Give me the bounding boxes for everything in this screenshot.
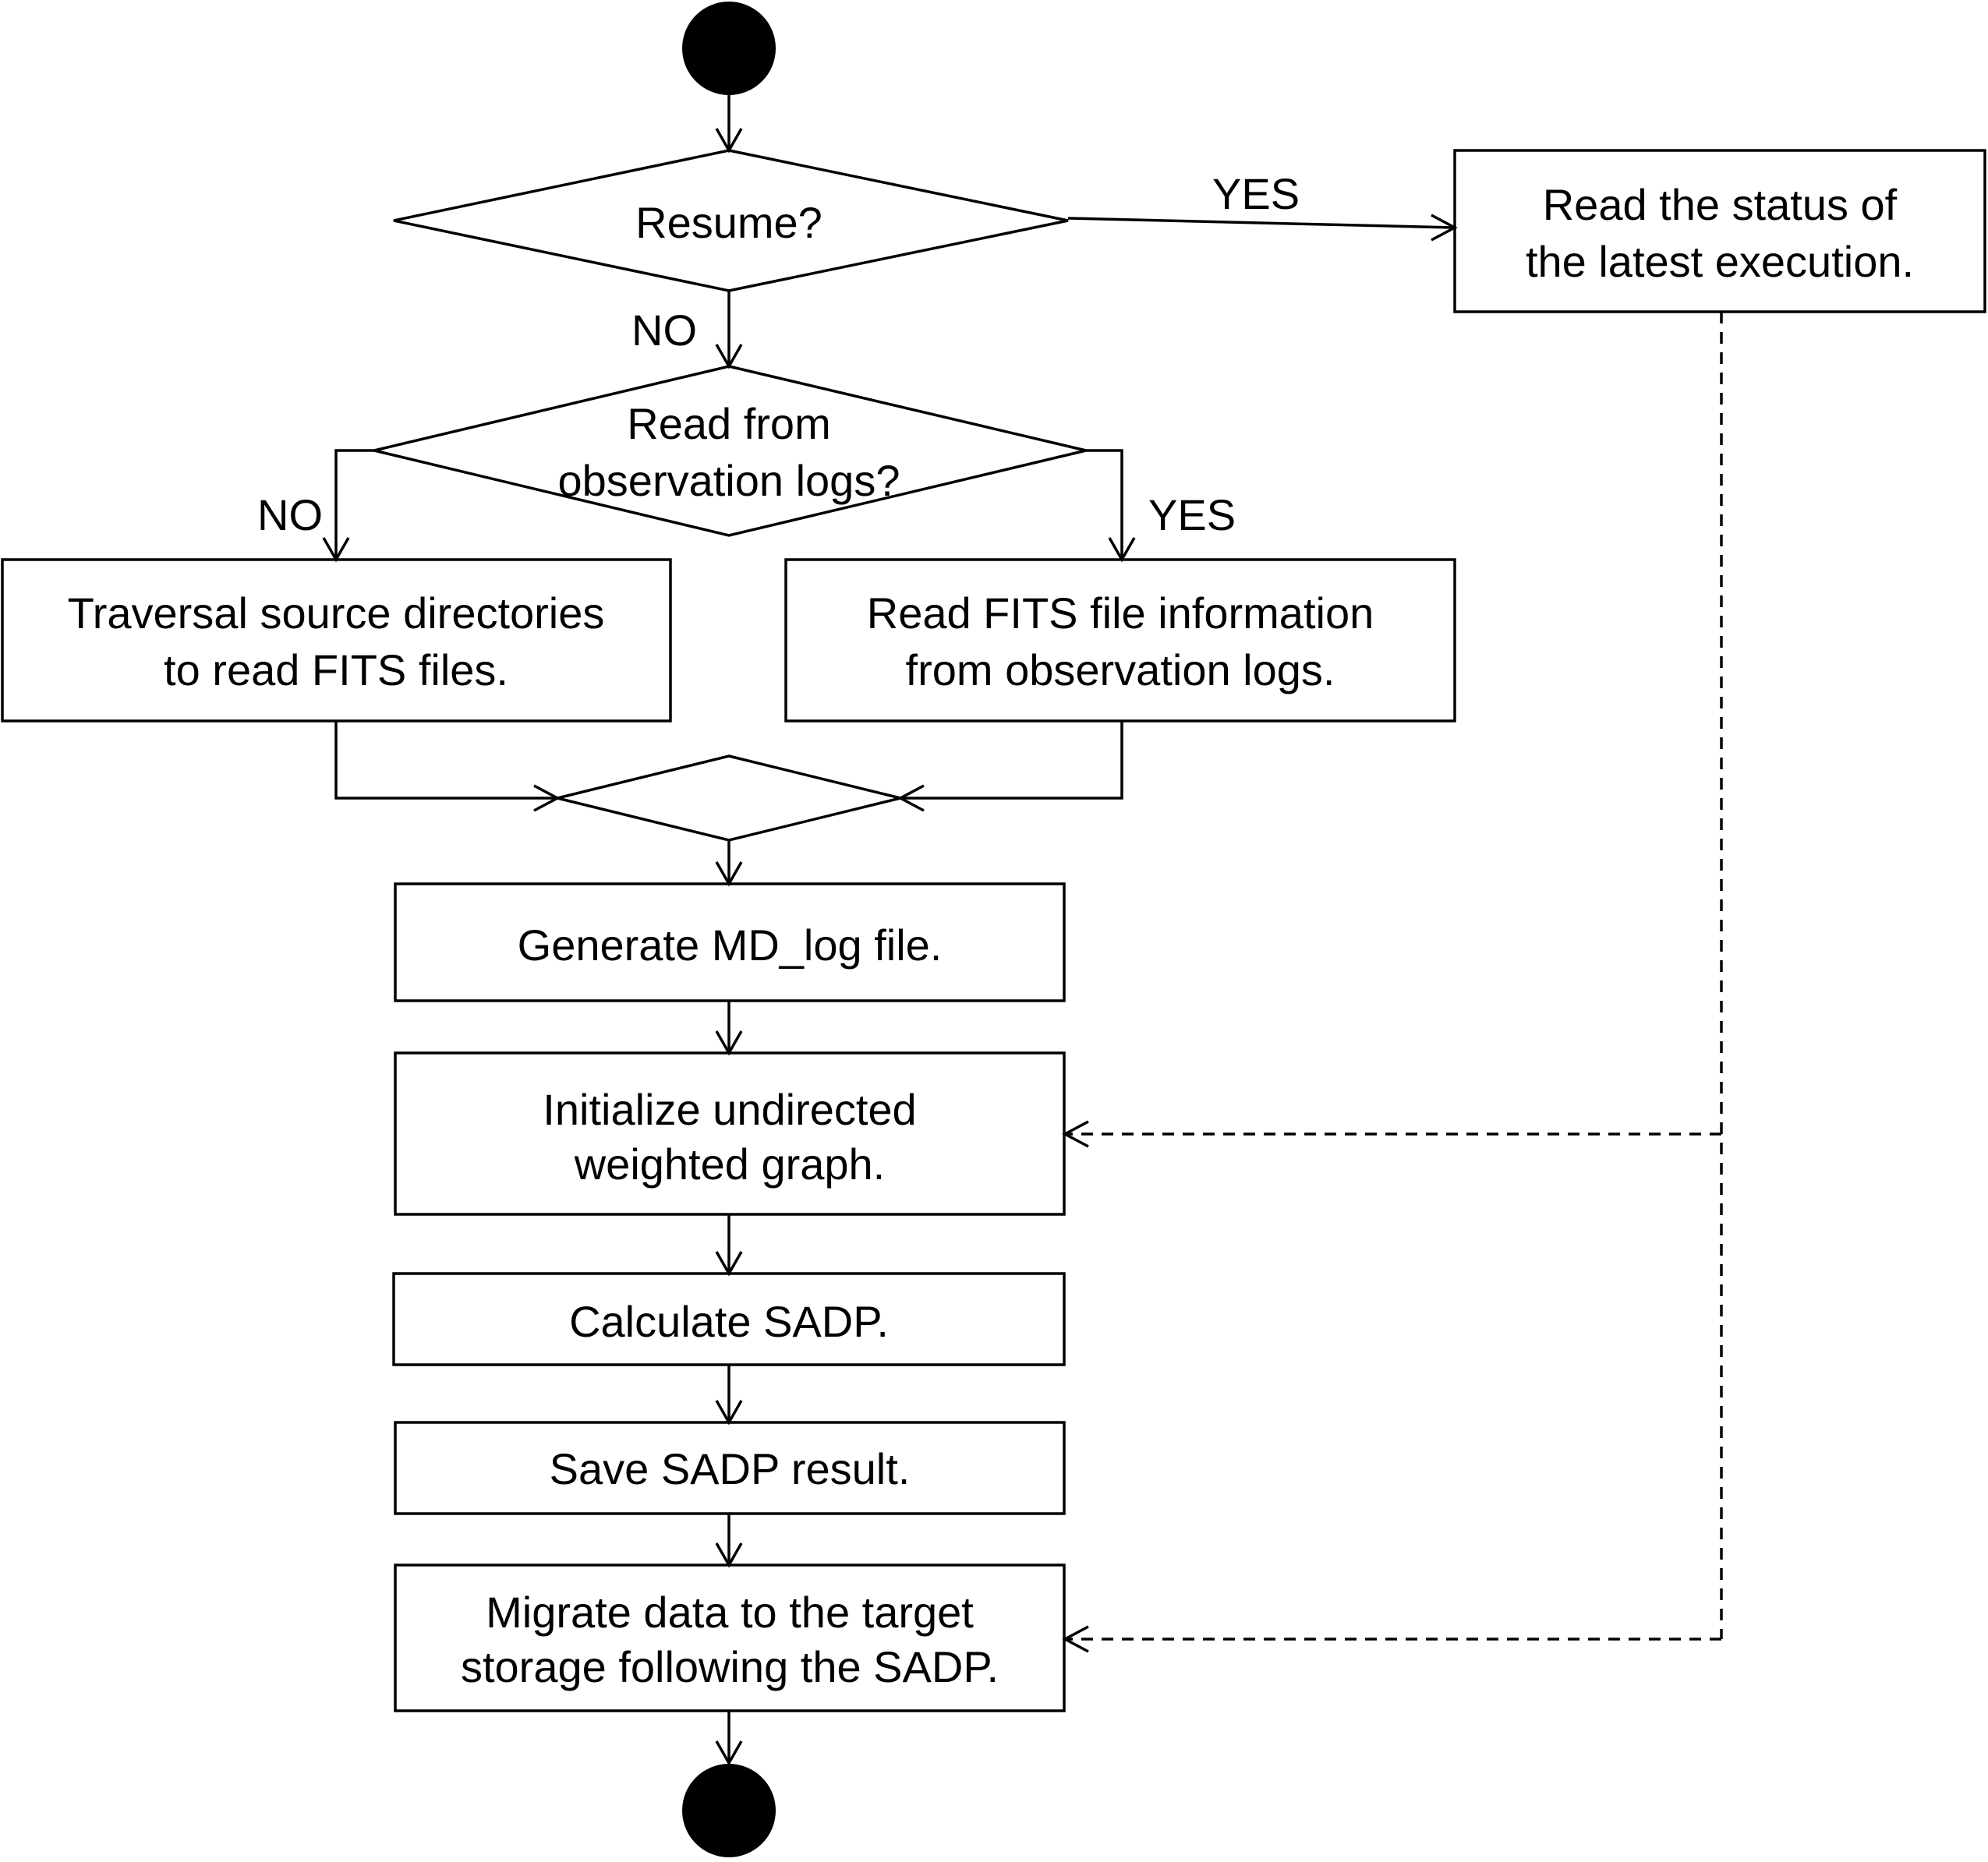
- edge-logs-no: [322, 449, 374, 563]
- calculate-sadp-label: Calculate SADP.: [569, 1297, 889, 1346]
- edge-status-dashed-to-init: [1062, 312, 1723, 1639]
- read-fits-info-label-line-1: Read FITS file information: [867, 588, 1374, 638]
- edge-label-logs-no: NO: [257, 490, 323, 539]
- migrate-box: [394, 1563, 1066, 1712]
- read-status-box: [1453, 149, 1986, 313]
- edge-init-to-calculate: [715, 1214, 743, 1277]
- migrate-label-line-2: storage following the SADP.: [461, 1642, 999, 1691]
- calculate-sadp-box: [392, 1272, 1066, 1366]
- traversal-label-line-1: Traversal source directories: [68, 588, 605, 638]
- traversal-label-line-2: to read FITS files.: [164, 645, 508, 694]
- init-graph-label-line-1: Initialize undirected: [543, 1085, 916, 1134]
- start-node: [682, 2, 776, 95]
- merge-node: [557, 754, 901, 842]
- save-sadp-label: Save SADP result.: [550, 1444, 911, 1493]
- edge-traversal-to-merge: [334, 721, 561, 812]
- init-graph-label-line-2: weighted graph.: [574, 1139, 886, 1189]
- read-from-logs-label-line-1: Read from: [627, 399, 830, 448]
- edge-start-to-resume: [715, 95, 743, 154]
- migrate-label-line-1: Migrate data to the target: [486, 1588, 974, 1637]
- edge-label-logs-yes: YES: [1148, 490, 1236, 539]
- read-from-logs-decision: [373, 365, 1087, 537]
- edge-resume-yes: [1067, 214, 1458, 242]
- read-status-label-line-1: Read the status of: [1543, 180, 1898, 229]
- edge-calculate-to-save: [715, 1365, 743, 1426]
- edge-merge-to-generate: [715, 840, 743, 887]
- read-fits-info-box: [784, 558, 1456, 723]
- generate-md-log-box: [394, 882, 1066, 1002]
- edge-migrate-to-end: [715, 1711, 743, 1766]
- read-from-logs-label-line-2: observation logs?: [558, 456, 900, 505]
- edge-logs-yes: [1086, 449, 1136, 563]
- edge-fits-info-to-merge: [897, 721, 1123, 812]
- edge-generate-to-init: [715, 1001, 743, 1056]
- edge-resume-no: [715, 291, 743, 369]
- resume-decision-label: Resume?: [635, 198, 822, 247]
- save-sadp-box: [394, 1421, 1066, 1515]
- edge-status-dashed-to-migrate: [1062, 1625, 1721, 1653]
- end-node: [682, 1764, 776, 1857]
- generate-md-log-label: Generate MD_log file.: [518, 920, 943, 970]
- read-fits-info-label-line-2: from observation logs.: [906, 645, 1335, 694]
- edge-label-resume-yes: YES: [1212, 169, 1300, 218]
- traversal-box: [1, 558, 672, 723]
- read-status-label-line-2: the latest execution.: [1526, 237, 1914, 286]
- edge-label-resume-no: NO: [631, 306, 697, 355]
- edge-save-to-migrate: [715, 1514, 743, 1568]
